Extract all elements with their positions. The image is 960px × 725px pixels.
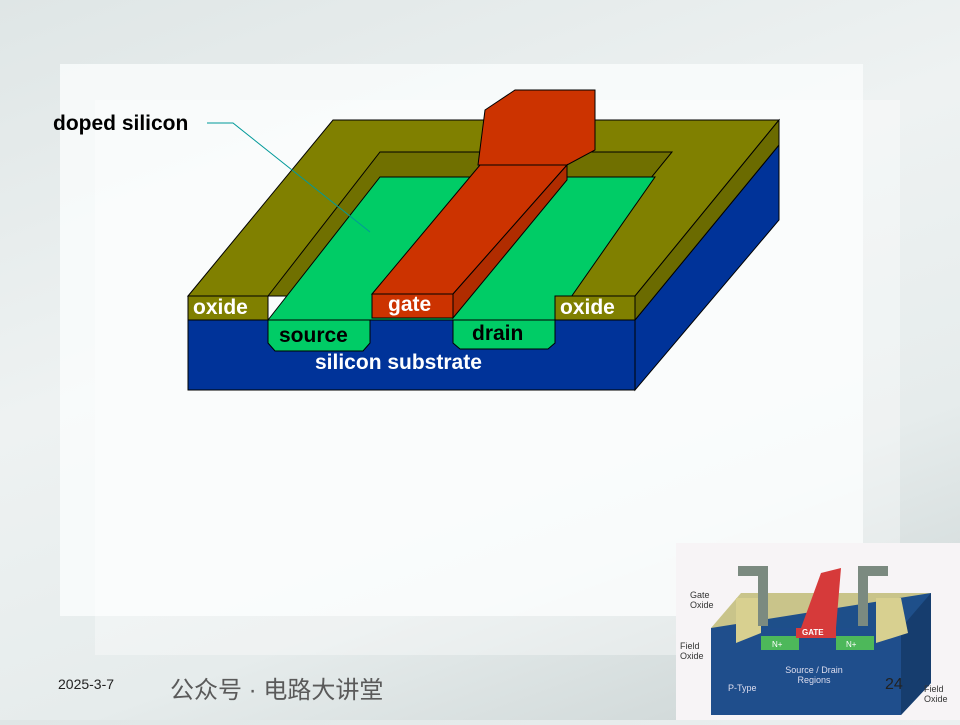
footer-date: 2025-3-7 — [58, 676, 115, 692]
watermark: 公众号 · 电路大讲堂 — [170, 677, 384, 704]
inset-source-drain: Source / Drain Regions — [785, 665, 843, 685]
inset-n-right: N+ — [846, 640, 857, 649]
gate-front — [371, 293, 454, 319]
gate-back — [477, 89, 596, 166]
substrate-label: silicon substrate — [315, 351, 482, 374]
inset-gate-oxide: Gate Oxide — [690, 590, 714, 610]
callout-line — [207, 122, 371, 233]
drain-well — [452, 319, 556, 350]
drain-label: drain — [472, 322, 524, 345]
oxide-right-label: oxide — [560, 296, 615, 319]
inset-p-type: P-Type — [728, 683, 757, 693]
inset-n-left: N+ — [772, 640, 783, 649]
inset-field-oxide-right: Field Oxide — [924, 684, 948, 704]
oxide-left-front — [187, 295, 269, 321]
oxide-right-front — [554, 295, 636, 321]
inset-gate: GATE — [802, 628, 824, 637]
source-label: source — [279, 324, 348, 347]
inset-cmos-image: Gate Oxide Field Oxide GATE N+ N+ Source… — [676, 543, 960, 720]
callout-doped-silicon: doped silicon — [53, 112, 189, 135]
inset-field-oxide-left: Field Oxide — [680, 641, 704, 661]
page-number: 24 — [885, 676, 903, 693]
oxide-left-label: oxide — [193, 296, 248, 319]
gate-label: gate — [388, 293, 432, 316]
source-well — [267, 319, 371, 352]
